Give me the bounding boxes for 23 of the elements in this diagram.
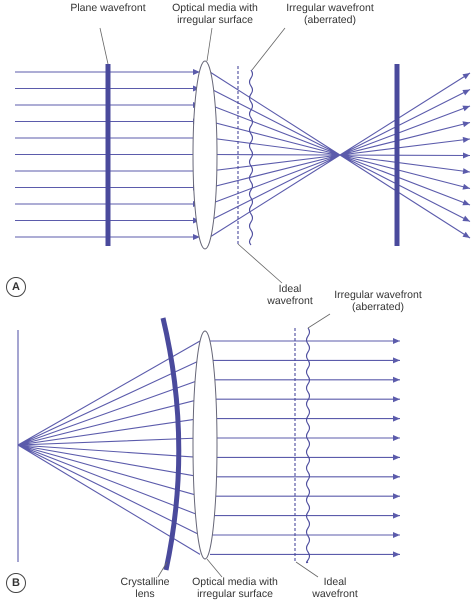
callout-label: Irregular wavefront (aberrated)	[318, 289, 438, 313]
curved-bar	[160, 317, 182, 570]
leader-line	[238, 244, 282, 284]
callout-label: Irregular wavefront (aberrated)	[270, 2, 390, 26]
callout-label: Plane wavefront	[58, 2, 158, 14]
leader-line	[100, 28, 108, 64]
dashed-line	[294, 328, 296, 562]
leader-line	[158, 562, 168, 578]
leader-line	[206, 28, 212, 62]
dashed-line	[237, 66, 239, 244]
leader-line	[206, 558, 222, 578]
callout-label: Optical media with irregular surface	[160, 2, 270, 26]
wavy-line	[306, 328, 310, 563]
vertical-bar	[106, 64, 110, 246]
panel-letter: A	[6, 277, 26, 297]
callout-label: Ideal wavefront	[300, 576, 370, 600]
leader-line	[296, 562, 318, 578]
lens-ellipse	[192, 330, 218, 560]
leader-line	[308, 314, 330, 328]
wavy-line	[248, 70, 254, 246]
callout-label: Ideal wavefront	[262, 283, 318, 307]
panel-letter: B	[6, 573, 26, 593]
lens-ellipse	[192, 60, 218, 250]
